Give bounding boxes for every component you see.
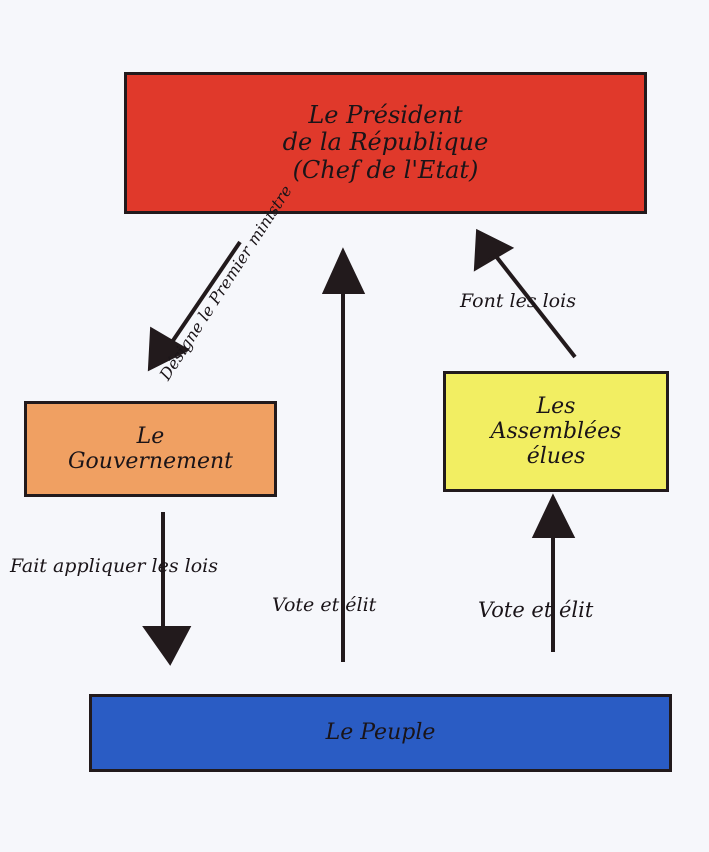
president-title: Le Président — [308, 100, 463, 129]
assemblees-line2: Assemblées — [490, 418, 622, 444]
arrow-designe — [168, 240, 242, 347]
gouvernement-box: Le Gouvernement — [24, 401, 277, 497]
arrowhead-designe — [147, 326, 191, 372]
president-subtitle: de la République — [282, 128, 489, 157]
arrowhead-font-lois — [473, 228, 515, 272]
peuple-label: Le Peuple — [325, 720, 436, 746]
peuple-box: Le Peuple — [89, 694, 672, 772]
assemblees-box: Les Assemblées élues — [443, 371, 669, 492]
arrowhead-fait-appliquer — [142, 626, 192, 666]
president-box: Le Président de la République (Chef de l… — [124, 72, 647, 214]
label-vote-assemblees: Vote et élit — [478, 598, 594, 622]
label-font-lois: Font les lois — [460, 290, 576, 312]
label-fait-appliquer: Fait appliquer les lois — [10, 555, 218, 577]
assemblees-line3: élues — [526, 444, 586, 470]
gouvernement-line2: Gouvernement — [67, 449, 234, 474]
arrowhead-vote-president — [321, 247, 366, 294]
arrowhead-vote-assemblees — [531, 493, 576, 538]
president-role: (Chef de l'Etat) — [292, 155, 479, 184]
assemblees-line1: Les — [536, 393, 576, 419]
gouvernement-line1: Le — [136, 423, 165, 449]
label-vote-president: Vote et élit — [272, 594, 377, 616]
arrow-font-lois — [493, 253, 577, 359]
